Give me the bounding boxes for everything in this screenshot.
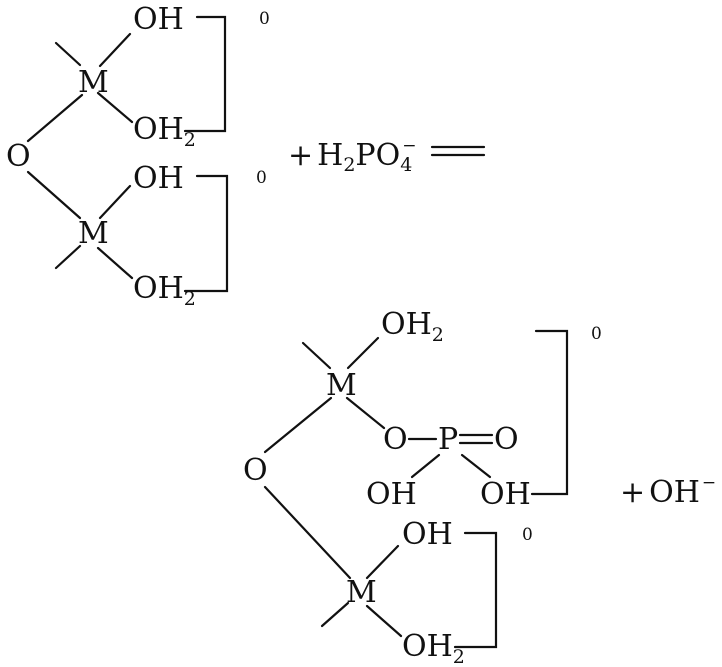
product-bridging-oxygen: O <box>243 453 268 488</box>
reactant-bottom-aqua: OH2 <box>133 271 196 310</box>
product-ester-oxygen: O <box>383 422 408 457</box>
top-metal-bridge-bond <box>26 93 84 143</box>
bottom-chelate-bracket <box>183 174 229 293</box>
byproduct-formula: +OH− <box>620 473 716 510</box>
product-top-charge: 0 <box>591 324 602 344</box>
reactant-top-hydroxyl: OH <box>133 2 184 37</box>
phosphate-reagent: +H2PO4− <box>288 136 486 176</box>
product-bottom-bridge-bond <box>263 485 352 580</box>
reactant-top-charge: 0 <box>259 9 270 29</box>
reactant-bottom-metal: M <box>78 216 109 251</box>
reactant-bottom-hydroxyl: OH <box>133 161 184 196</box>
product-bottom-hydroxyl: OH <box>402 517 453 552</box>
product-top-ester-bond <box>345 396 386 430</box>
product-top-bridge-bond <box>263 396 333 454</box>
product-bottom-bracket <box>453 531 498 649</box>
product-top-oh2-bond <box>346 336 380 370</box>
top-metal-terminal-bond <box>54 41 82 67</box>
reactant-bridging-oxygen: O <box>6 139 31 174</box>
product-top-bracket <box>530 329 569 496</box>
bottom-metal-oh2-bond <box>96 246 134 280</box>
reactant-complex: M OH OH2 0 O M OH OH2 0 <box>6 2 270 310</box>
product-bottom-aqua: OH2 <box>402 629 465 667</box>
reactant-top-aqua: OH2 <box>133 112 196 151</box>
hydroxide-byproduct: +OH− <box>620 473 716 510</box>
reagent-formula: +H2PO4− <box>288 136 417 176</box>
product-phosphorus: P <box>438 422 458 457</box>
product-top-metal: M <box>326 368 357 403</box>
product-bottom-metal: M <box>346 575 377 610</box>
product-bottom-charge: 0 <box>522 525 533 545</box>
product-complex: M OH2 O P O OH OH 0 O M OH OH2 0 <box>243 307 602 667</box>
top-metal-oh2-bond <box>96 91 134 124</box>
product-oxo-oxygen: O <box>494 422 519 457</box>
top-chelate-bracket <box>183 15 227 133</box>
reactant-bottom-charge: 0 <box>256 168 267 188</box>
bottom-metal-terminal-bond <box>54 244 82 270</box>
bottom-metal-bridge-bond <box>26 170 82 220</box>
p-oh-left-bond <box>410 453 441 479</box>
product-bottom-oh2-bond <box>365 604 403 638</box>
product-bottom-oh-bond <box>365 544 400 580</box>
p-oh-right-bond <box>460 453 492 479</box>
product-top-aqua: OH2 <box>381 307 444 346</box>
top-metal-oh-bond <box>98 32 132 68</box>
product-top-terminal-bond <box>301 341 332 370</box>
bottom-metal-oh-bond <box>98 184 132 220</box>
reactant-top-metal: M <box>78 65 109 100</box>
product-p-hydroxyl-right: OH <box>480 477 531 512</box>
product-p-hydroxyl-left: OH <box>366 477 417 512</box>
product-bottom-terminal-bond <box>320 601 350 628</box>
